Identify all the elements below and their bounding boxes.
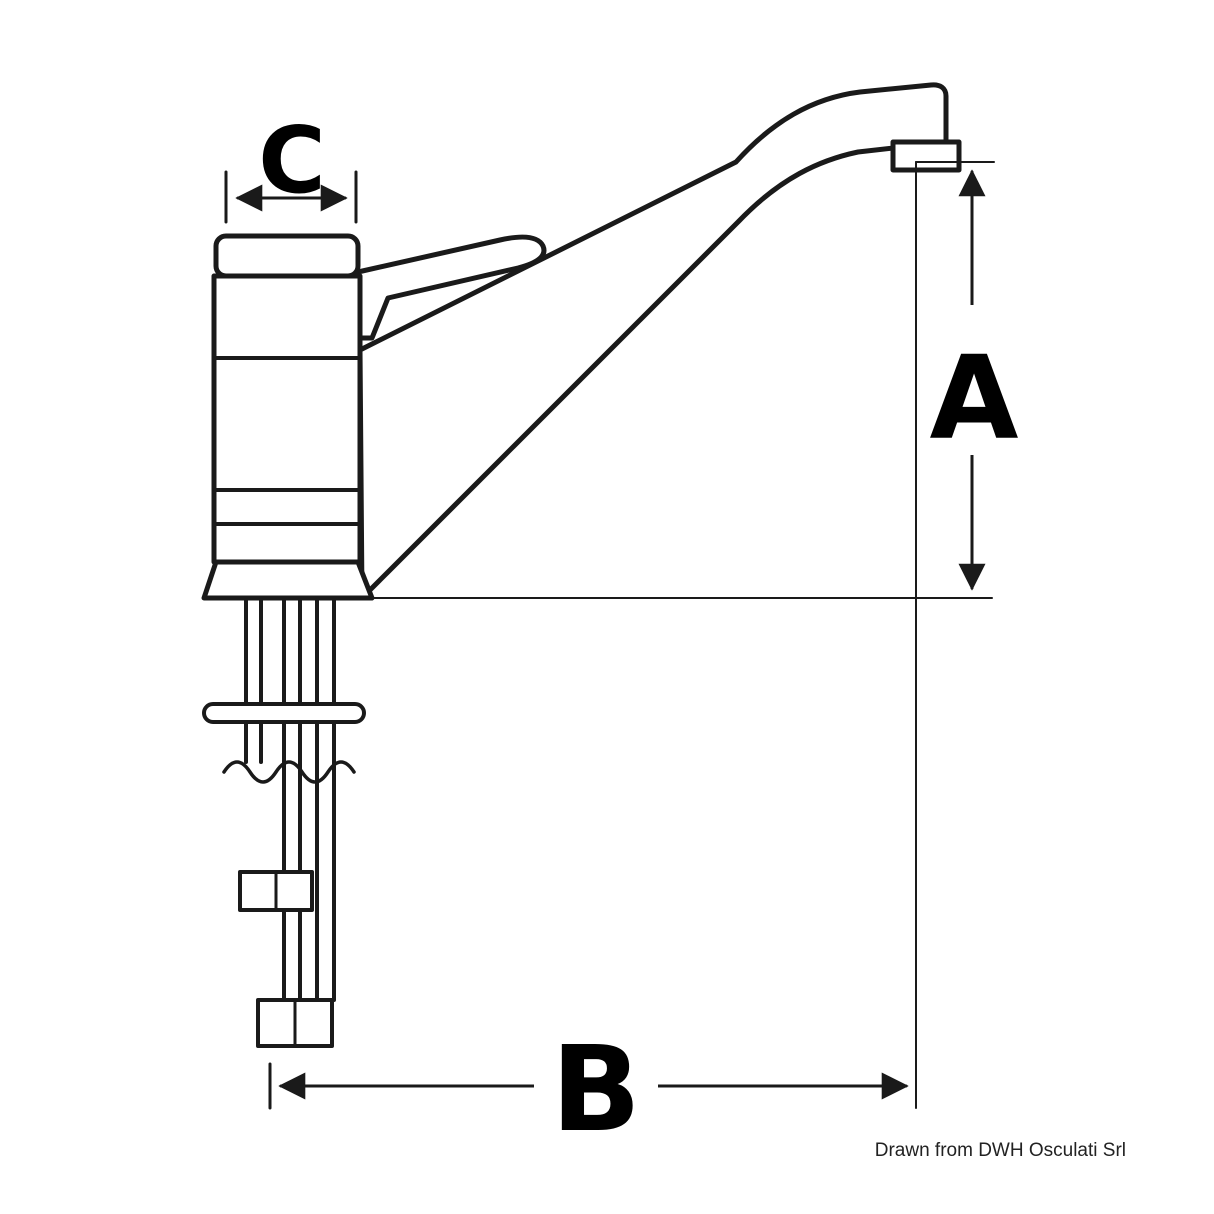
dimension-a-label-backing [922, 305, 1024, 455]
credit-text: Drawn from DWH Osculati Srl [875, 1140, 1126, 1161]
faucet-handle-lever [355, 234, 547, 341]
faucet-drawing [201, 82, 995, 1110]
dimension-b-label: B [551, 1020, 641, 1158]
dimension-c-label: C [258, 107, 326, 214]
thread-break-squiggle [222, 760, 356, 784]
mounting-flange [202, 702, 366, 724]
faucet-body [211, 273, 363, 565]
faucet-base [201, 559, 375, 601]
dimension-a-label: A [929, 332, 1018, 466]
spout-nozzle [890, 139, 962, 173]
dimension-b-label-backing [534, 1030, 658, 1142]
faucet-spout [357, 82, 949, 601]
faucet-top-cap [213, 233, 361, 279]
